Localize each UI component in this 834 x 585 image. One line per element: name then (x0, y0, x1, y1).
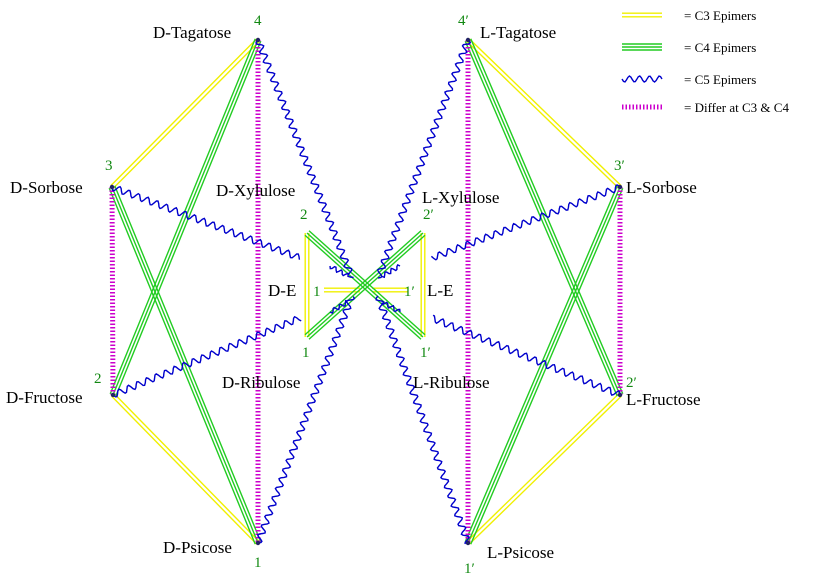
c3-epimer-edge (466, 40, 620, 189)
num-l-fructose: 2′ (626, 375, 637, 391)
c4-epimer-edge (109, 38, 256, 395)
node-l-ribulose: L-Ribulose (413, 373, 490, 392)
node-d-xylulose: D-Xylulose (216, 181, 295, 200)
c5-epimer-edge (432, 314, 621, 396)
num-l-tagatose: 4′ (458, 13, 469, 29)
c3-epimer-edge (468, 38, 622, 187)
node-l-psicose: L-Psicose (487, 543, 554, 562)
c5-epimer-edge (255, 39, 354, 279)
c4-epimer-edge (467, 39, 621, 396)
c3-epimer-edge (113, 393, 260, 543)
legend-c34-text: = Differ at C3 & C4 (684, 100, 789, 115)
num-d-e: 1 (313, 284, 321, 300)
vertex-dot (110, 392, 116, 398)
node-l-xylulose: L-Xylulose (422, 188, 499, 207)
num-l-e: 1′ (404, 284, 415, 300)
legend-c5-swatch (621, 75, 663, 83)
num-d-ribulose: 1 (302, 345, 310, 361)
num-d-tagatose: 4 (254, 13, 262, 29)
legend-c4-text: = C4 Epimers (684, 40, 756, 55)
c4-epimer-edge (308, 234, 426, 340)
legend-c5-text: = C5 Epimers (684, 72, 756, 87)
node-d-psicose: D-Psicose (163, 538, 232, 557)
vertex-dot (255, 540, 261, 546)
c4-epimer-edge (112, 39, 259, 396)
legend-c3-text: = C3 Epimers (684, 8, 756, 23)
num-l-sorbose: 3′ (614, 158, 625, 174)
c3-epimer-edge (111, 395, 258, 545)
num-l-xylulose: 2′ (423, 207, 434, 223)
node-l-sorbose: L-Sorbose (626, 178, 697, 197)
c5-center-edge (329, 265, 350, 277)
c4-epimer-edge (306, 232, 424, 338)
c4-epimer-edge (464, 40, 618, 397)
c4-epimer-edge (114, 185, 262, 543)
node-l-e: L-E (427, 281, 453, 300)
node-d-sorbose: D-Sorbose (10, 178, 83, 197)
node-d-tagatose: D-Tagatose (153, 23, 231, 42)
vertex-dot (255, 37, 261, 43)
vertex-dot (109, 184, 115, 190)
c5-epimer-edge (375, 295, 470, 545)
num-d-fructose: 2 (94, 371, 102, 387)
c3-epimer-edge (468, 395, 622, 545)
c5-epimer-edge (256, 296, 356, 544)
c5-epimer-edge (430, 184, 621, 261)
vertex-dots (109, 37, 623, 546)
edges-layer (108, 38, 624, 545)
num-d-sorbose: 3 (105, 158, 113, 174)
legend: = C3 Epimers = C4 Epimers = C5 Epimers =… (621, 8, 789, 115)
node-l-fructose: L-Fructose (626, 390, 701, 409)
c4-epimer-edge (111, 186, 259, 544)
c5-center-edge (380, 301, 401, 313)
num-d-psicose: 1 (254, 555, 262, 571)
c5-epimer-edge (111, 185, 301, 260)
num-l-psicose: 1′ (464, 561, 475, 577)
node-d-ribulose: D-Ribulose (222, 373, 300, 392)
c34-differ-edge (109, 186, 116, 396)
c3-epimer-edge (466, 393, 620, 543)
node-l-tagatose: L-Tagatose (480, 23, 556, 42)
c5-center-edge (329, 299, 348, 315)
vertex-dot (465, 540, 471, 546)
vertex-dot (617, 392, 623, 398)
c4-epimer-edge (304, 230, 422, 336)
vertex-dot (617, 184, 623, 190)
c5-center-edge (382, 263, 401, 279)
c3-epimer-edge (110, 38, 258, 187)
num-l-ribulose: 1′ (420, 345, 431, 361)
vertex-dot (465, 37, 471, 43)
c5-epimer-edge (376, 40, 472, 279)
legend-swatches (621, 12, 663, 110)
node-d-fructose: D-Fructose (6, 388, 82, 407)
c4-epimer-edge (467, 186, 621, 544)
node-d-e: D-E (268, 281, 296, 300)
c3-epimer-edge (112, 40, 260, 189)
c5-epimer-edge (112, 315, 302, 398)
num-d-xylulose: 2 (300, 207, 308, 223)
